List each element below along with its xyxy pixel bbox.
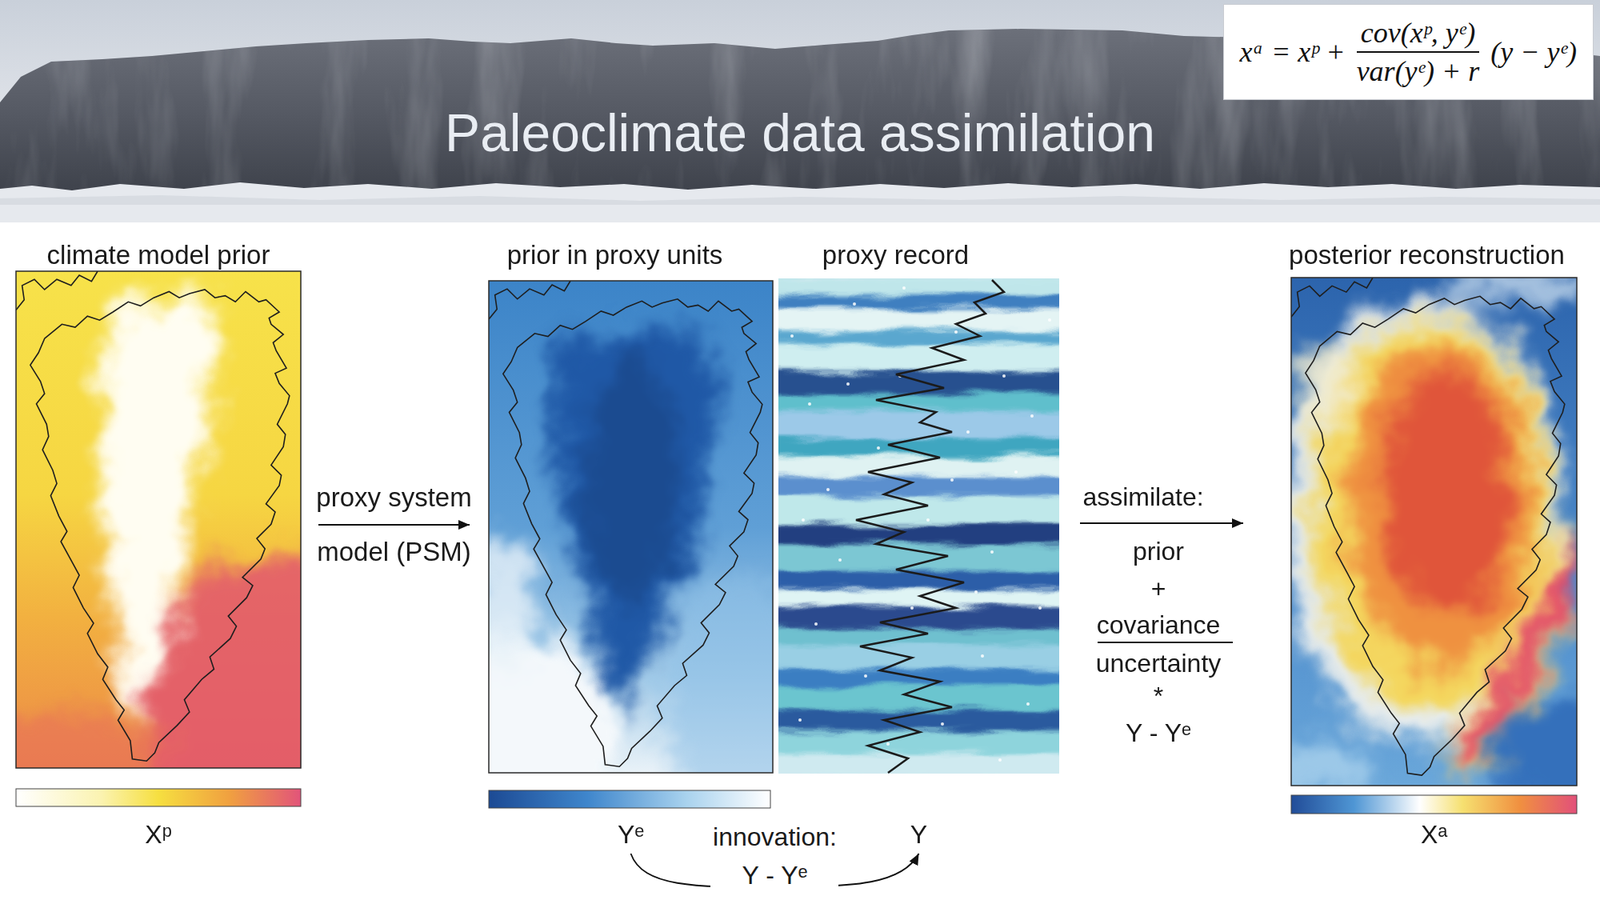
paint-stripe bbox=[778, 308, 1060, 332]
equation-term: (y − yᵉ) bbox=[1490, 35, 1577, 69]
paint-stripe bbox=[778, 344, 1060, 372]
greenland-outline bbox=[1305, 296, 1565, 776]
variable-symbol: Yᵉ bbox=[617, 819, 644, 850]
paint-stripe bbox=[778, 294, 1060, 309]
coast-outline bbox=[488, 280, 571, 320]
variable-symbol: Xᵖ bbox=[144, 819, 172, 850]
variable-symbol: Y bbox=[910, 819, 928, 850]
colorbar bbox=[1291, 795, 1577, 814]
paint-stripe bbox=[778, 371, 1060, 394]
paint-stripe bbox=[778, 278, 1060, 295]
panel-frame bbox=[16, 271, 301, 768]
panel-heading: prior in proxy units bbox=[507, 240, 724, 271]
paint-stripe bbox=[778, 731, 1060, 754]
formula-term: uncertainty bbox=[1096, 648, 1222, 679]
equation-fraction: cov(xᵖ, yᵉ) var(yᵉ) + r bbox=[1356, 16, 1480, 88]
paint-stripe bbox=[778, 588, 1060, 607]
connector-arrow bbox=[318, 524, 470, 526]
prior-map bbox=[16, 271, 301, 768]
sky bbox=[0, 0, 1600, 223]
connector-arrow bbox=[1080, 522, 1244, 524]
formula-term: prior bbox=[1132, 536, 1184, 567]
paint-stripe bbox=[778, 496, 1060, 525]
paint-blob bbox=[584, 352, 680, 608]
panel-heading: posterior reconstruction bbox=[1288, 240, 1565, 271]
paint-blob bbox=[488, 536, 536, 680]
paint-stripe bbox=[778, 644, 1060, 669]
equation-term: xᵃ = xᵖ + bbox=[1240, 35, 1346, 69]
paint-blob bbox=[16, 712, 168, 768]
paint-blob bbox=[1440, 277, 1577, 304]
banner-photo bbox=[0, 0, 1600, 223]
map-panel: proxy recordY bbox=[778, 240, 1060, 850]
proxy-time-series bbox=[856, 280, 1004, 773]
coast-outline bbox=[16, 271, 98, 310]
posterior-map bbox=[1291, 277, 1577, 786]
greenland-outline bbox=[503, 299, 763, 767]
paint-blob bbox=[1345, 340, 1535, 668]
formula-term: covariance bbox=[1096, 609, 1221, 640]
fraction-bar bbox=[1097, 641, 1233, 644]
paint-blob bbox=[1384, 368, 1512, 608]
edge-label: innovation: Y - Yᵉ bbox=[710, 817, 839, 895]
ice-shadow bbox=[0, 195, 1600, 205]
paint-blob bbox=[1292, 336, 1356, 416]
paint-speckles bbox=[790, 286, 1052, 762]
paint-stripe bbox=[778, 753, 1060, 774]
panel-frame bbox=[488, 280, 773, 773]
coast-outline bbox=[1291, 277, 1373, 317]
paint-stripe bbox=[778, 456, 1060, 477]
edge-label: proxy system model (PSM) bbox=[308, 470, 480, 580]
ice-shelf bbox=[0, 182, 1600, 223]
paint-blob bbox=[1291, 736, 1368, 786]
equation-box: xᵃ = xᵖ + cov(xᵖ, yᵉ) var(yᵉ) + r (y − yᵉ) bbox=[1223, 4, 1594, 100]
diagram-title: Paleoclimate data assimilation bbox=[444, 102, 1156, 164]
panel-heading: proxy record bbox=[822, 240, 969, 271]
proxy-units-map bbox=[488, 280, 773, 773]
panel-frame bbox=[1291, 277, 1577, 786]
formula-term: Y - Yᵉ bbox=[1125, 717, 1192, 748]
paint-stripe bbox=[778, 331, 1060, 344]
cliff-texture bbox=[0, 0, 1600, 208]
paint-stripe bbox=[778, 476, 1060, 496]
paint-stripe bbox=[778, 606, 1060, 629]
equation-denominator: var(yᵉ) + r bbox=[1356, 54, 1480, 88]
paint-stripe bbox=[778, 411, 1060, 439]
fraction-bar bbox=[1356, 51, 1480, 53]
formula-term: * bbox=[1153, 680, 1164, 712]
equation-numerator: cov(xᵖ, yᵉ) bbox=[1360, 16, 1476, 50]
map-panel: climate model priorXᵖ bbox=[16, 240, 301, 850]
variable-symbol: Xᵃ bbox=[1420, 819, 1448, 850]
map-panel: posterior reconstructionXᵃ bbox=[1291, 240, 1577, 850]
paint-blob bbox=[100, 297, 218, 724]
colorbar bbox=[488, 790, 771, 808]
greenland-outline bbox=[30, 289, 290, 761]
colorbar bbox=[16, 788, 301, 807]
map-panel: prior in proxy unitsYᵉ bbox=[488, 240, 773, 850]
panel-heading: climate model prior bbox=[47, 240, 271, 271]
paint-stripe bbox=[778, 544, 1060, 572]
paint-blob bbox=[1496, 696, 1577, 786]
edge-label: assimilate: bbox=[1082, 481, 1204, 512]
formula-term: + bbox=[1151, 573, 1167, 604]
paint-stripe bbox=[778, 524, 1060, 544]
proxy-record-art bbox=[778, 278, 1060, 774]
